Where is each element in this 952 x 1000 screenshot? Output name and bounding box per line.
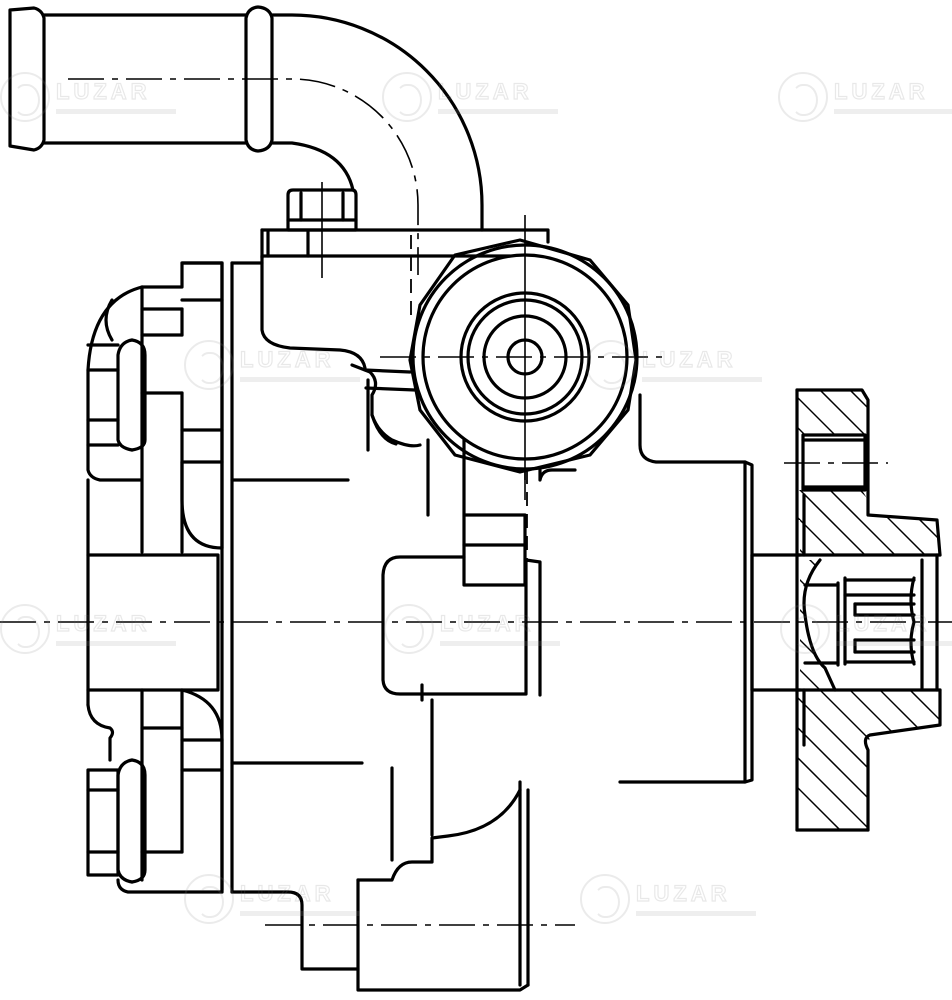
drive-shaft [750, 553, 802, 692]
mounting-bracket [260, 228, 550, 370]
pulley-hub-section [784, 388, 942, 832]
pressure-outlet-fitting [380, 215, 668, 480]
center-lines [0, 470, 952, 926]
inlet-hose-elbow [8, 5, 484, 275]
pressure-port-boss [381, 438, 577, 702]
pump-housing [220, 261, 754, 992]
rear-cover [86, 261, 224, 894]
